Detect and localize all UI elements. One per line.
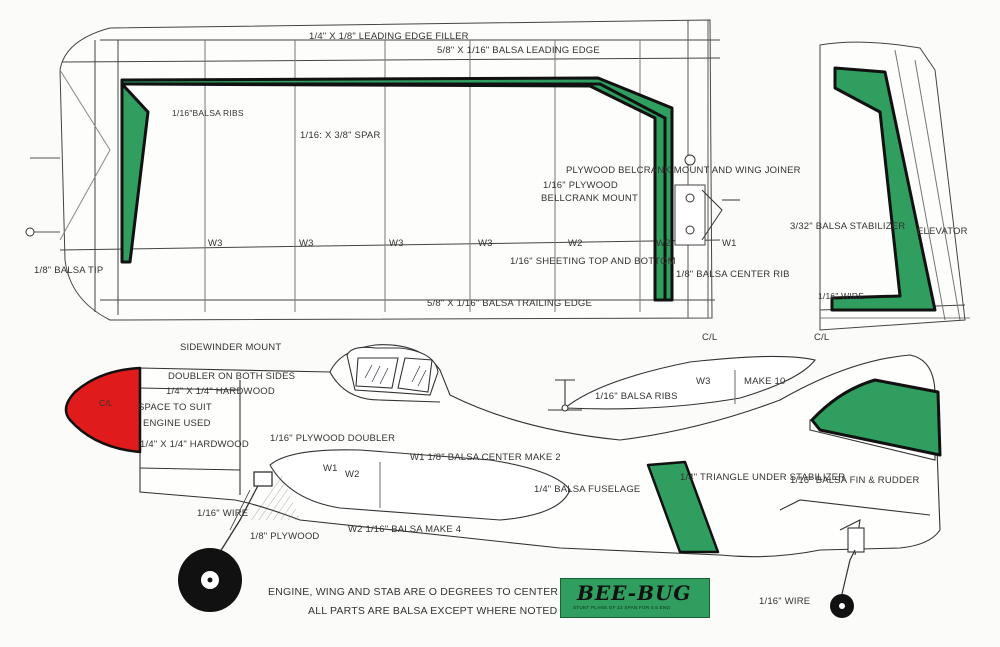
engine-used-label: ENGINE USED xyxy=(143,418,211,429)
spinner-label: C/L xyxy=(99,398,113,408)
bellcrank-joiner-label: PLYWOOD BELCRANK MOUNT AND WING JOINER xyxy=(566,165,801,176)
stab-centerline-label: C/L xyxy=(814,332,830,343)
zero-degree-note: ENGINE, WING AND STAB ARE O DEGREES TO C… xyxy=(268,586,586,598)
hardwood-bottom-label: 1/4" X 1/4" HARDWOOD xyxy=(140,439,249,450)
balsa-note: ALL PARTS ARE BALSA EXCEPT WHERE NOTED xyxy=(308,605,558,617)
rib-w3-label: W3 xyxy=(208,238,223,249)
rib-w3-label: W3 xyxy=(299,238,314,249)
elevator-label: ELEVATOR xyxy=(917,226,968,237)
former-w1-label: W1 xyxy=(323,463,338,474)
plywood-doubler-label: 1/16" PLYWOOD DOUBLER xyxy=(270,433,396,444)
rib-w3-label: W3 xyxy=(389,238,404,249)
fuselage-green-band xyxy=(646,460,720,554)
bellcrank-mount-label: BELLCRANK MOUNT xyxy=(541,193,638,204)
rib-w2-label: W2 xyxy=(568,238,583,249)
rib-w1-label: W1 xyxy=(722,238,737,249)
trailing-edge-label: 5/8" X 1/16" BALSA TRAILING EDGE xyxy=(427,298,593,309)
logo-fine-print: STUNT PLANS OF 22 SPAN FOR 0.5 ENG xyxy=(573,605,671,610)
wing-plan xyxy=(25,19,740,321)
hardwood-top-label: 1/4" X 1/4" HARDWOOD xyxy=(166,386,275,397)
fuselage-hatch xyxy=(250,470,300,520)
rib-profile xyxy=(548,355,816,412)
sheeting-label: 1/16" SHEETING TOP AND BOTTOM xyxy=(510,256,676,267)
center-former-label: W1 1/8" BALSA CENTER MAKE 2 xyxy=(410,452,561,463)
center-rib-label: 1/8" BALSA CENTER RIB xyxy=(676,269,790,280)
triangle-stab-label: 1/4" TRIANGLE UNDER STABILIZER xyxy=(680,472,846,483)
former-make4-label: W2 1/16" BALSA MAKE 4 xyxy=(348,524,462,535)
balsa-tip-label: 1/8" BALSA TIP xyxy=(34,265,104,276)
leading-edge-filler-label: 1/4" X 1/8" LEADING EDGE FILLER xyxy=(309,31,469,42)
rib-w2-label: W2 xyxy=(656,238,671,249)
fuselage-side xyxy=(139,344,941,558)
wing-centerline-label: C/L xyxy=(702,332,718,343)
balsa-leading-edge-label: 5/8" X 1/16" BALSA LEADING EDGE xyxy=(437,45,600,56)
wing-green-root xyxy=(122,82,667,300)
stabilizer-label: 3/32" BALSA STABILIZER xyxy=(790,221,906,232)
former-w2-label: W2 xyxy=(345,469,360,480)
stab-wire-label: 1/16" WIRE xyxy=(818,291,865,301)
rib-w3-label: W3 xyxy=(478,238,493,249)
balsa-fuselage-label: 1/4" BALSA FUSELAGE xyxy=(534,484,641,495)
canopy-shading xyxy=(364,364,427,387)
gear-wire-label: 1/16" WIRE xyxy=(197,508,249,519)
space-to-suit-label: SPACE TO SUIT xyxy=(138,402,212,413)
wing-green-outline xyxy=(120,76,674,302)
fin-rudder-label: 1/16" BALSA FIN & RUDDER xyxy=(790,475,920,486)
rib-profile-label: 1/16" BALSA RIBS xyxy=(595,391,678,402)
doubler-label: DOUBLER ON BOTH SIDES xyxy=(168,371,296,382)
make10-label: MAKE 10 xyxy=(744,376,786,387)
gear-plywood-label: 1/8" PLYWOOD xyxy=(250,531,320,542)
rib-w3-profile-label: W3 xyxy=(696,376,711,387)
logo-brand: BEE-BUG xyxy=(577,581,692,605)
tail-green-band xyxy=(810,378,942,457)
tail-wire-label: 1/16" WIRE xyxy=(759,596,811,607)
sidewinder-mount-label: SIDEWINDER MOUNT xyxy=(180,342,282,353)
spar-label: 1/16: X 3/8" SPAR xyxy=(300,130,381,141)
stab-green-elevator xyxy=(830,66,937,312)
landing-gear xyxy=(214,471,273,561)
plywood-label: 1/16" PLYWOOD xyxy=(543,180,618,191)
red-spinner xyxy=(64,366,142,454)
bee-bug-logo: BEE-BUG STUNT PLANS OF 22 SPAN FOR 0.5 E… xyxy=(560,578,710,618)
wing-ribs-label: 1/16"BALSA RIBS xyxy=(172,108,244,118)
